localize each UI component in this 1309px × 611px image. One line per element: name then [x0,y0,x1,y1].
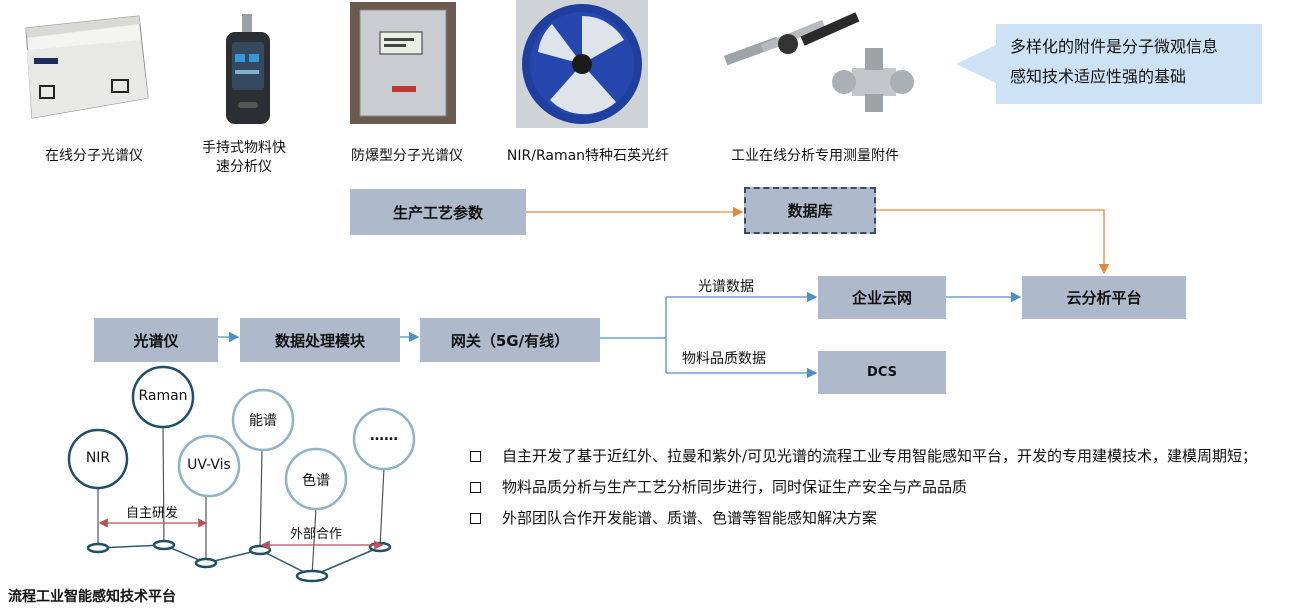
device-label-explosion-proof-spectrometer: 防爆型分子光谱仪 [351,148,463,164]
device-label-quartz-fiber: NIR/Raman特种石英光纤 [506,148,670,164]
bullet-item: 外部团队合作开发能谱、质谱、色谱等智能感知解决方案 [468,503,1298,534]
node-circle-chroma [284,447,348,511]
data-module-box: 数据处理模块 [240,318,400,362]
material-quality-label: 物料品质数据 [682,351,766,367]
quartz-fiber-reel-image [516,0,648,128]
node-label-energy: 能谱 [249,413,277,429]
device-label-handheld-analyzer: 手持式物料快 速分析仪 [202,140,286,175]
enterprise-cloud-box: 企业云网 [818,276,946,319]
dcs-box: DCS [818,351,946,394]
accessory-callout: 多样化的附件是分子微观信息 感知技术适应性强的基础 [996,24,1262,104]
spectrometer-box: 光谱仪 [94,318,218,362]
cloud-platform-box: 云分析平台 [1022,276,1186,319]
bullet-item: 物料品质分析与生产工艺分析同步进行，同时保证生产安全与产品品质 [468,472,1298,503]
platform-title: 流程工业智能感知技术平台 [8,589,176,605]
spectral-data-label: 光谱数据 [698,279,754,295]
database-to-cloud-arrow [876,209,1110,275]
bullet-text: 外部团队合作开发能谱、质谱、色谱等智能感知解决方案 [502,509,878,527]
node-circle-nir [67,428,129,490]
callout-line-1: 多样化的附件是分子微观信息 [1010,37,1219,56]
node-label-more: …… [370,428,398,444]
online-spectrometer-image [25,15,149,119]
feature-bullet-list: 自主开发了基于近红外、拉曼和紫外/可见光谱的流程工业专用智能感知平台，开发的专用… [468,441,1298,534]
bullet-item: 自主开发了基于近红外、拉曼和紫外/可见光谱的流程工业专用智能感知平台，开发的专用… [468,441,1298,472]
callout-arrow-icon [956,44,998,84]
gateway-box: 网关（5G/有线） [420,318,600,362]
measurement-accessory-image [723,12,914,112]
self-dev-label: 自主研发 [126,506,179,521]
callout-line-2: 感知技术适应性强的基础 [1010,67,1187,86]
process-params-box: 生产工艺参数 [350,189,526,235]
handheld-analyzer-image [226,14,270,124]
external-label: 外部合作 [290,527,343,542]
node-label-nir: NIR [85,450,111,466]
square-bullet-icon [470,451,481,462]
device-label-measurement-accessory: 工业在线分析专用测量附件 [731,148,899,164]
node-label-chroma: 色谱 [302,473,330,489]
node-circle-more [352,407,416,471]
platform-network-diagram [67,365,416,583]
node-circle-raman [131,365,195,429]
explosion-proof-spectrometer-image [350,2,456,124]
square-bullet-icon [470,513,481,524]
bullet-text: 自主开发了基于近红外、拉曼和紫外/可见光谱的流程工业专用智能感知平台，开发的专用… [502,447,1258,465]
node-label-raman: Raman [138,388,188,404]
bullet-text: 物料品质分析与生产工艺分析同步进行，同时保证生产安全与产品品质 [502,478,968,496]
database-box: 数据库 [744,187,876,234]
node-circle-energy [231,388,295,452]
square-bullet-icon [470,482,481,493]
node-label-uvvis: UV-Vis [187,457,231,473]
device-label-online-spectrometer: 在线分子光谱仪 [45,148,143,164]
node-circle-uvvis [177,434,241,498]
